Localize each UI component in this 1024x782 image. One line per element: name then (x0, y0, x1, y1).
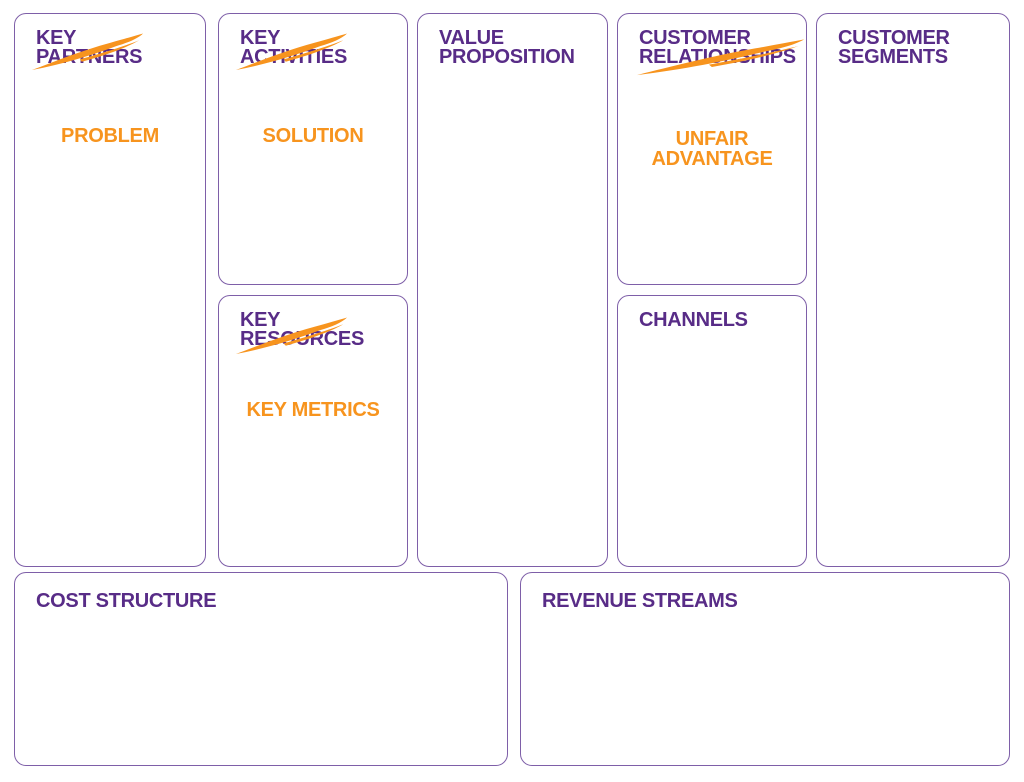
overlay-label-solution: SOLUTION (262, 125, 364, 147)
cell-heading-cost-structure: COST STRUCTURE (36, 590, 217, 612)
cell-customer-relationships: CUSTOMER RELATIONSHIPS UNFAIR ADVANTAGE (617, 13, 807, 285)
cell-key-activities: KEY ACTIVITIES SOLUTION (218, 13, 408, 285)
overlay-label-problem: PROBLEM (61, 125, 159, 147)
overlay-label-unfair-advantage: UNFAIR ADVANTAGE (651, 128, 773, 170)
cell-heading-value-proposition: VALUE PROPOSITION (439, 27, 575, 68)
cell-heading-key-resources: KEY RESOURCES (240, 309, 364, 350)
cell-key-partners: KEY PARTNERS PROBLEM (14, 13, 206, 567)
cell-heading-customer-relationships: CUSTOMER RELATIONSHIPS (639, 27, 796, 68)
cell-heading-channels: CHANNELS (639, 309, 748, 331)
cell-heading-revenue-streams: REVENUE STREAMS (542, 590, 738, 612)
cell-heading-key-partners: KEY PARTNERS (36, 27, 143, 68)
cell-cost-structure: COST STRUCTURE (14, 572, 508, 766)
overlay-label-key-metrics: KEY METRICS (246, 399, 380, 421)
cell-key-resources: KEY RESOURCES KEY METRICS (218, 295, 408, 567)
cell-heading-customer-segments: CUSTOMER SEGMENTS (838, 27, 950, 68)
cell-value-proposition: VALUE PROPOSITION (417, 13, 608, 567)
cell-heading-key-activities: KEY ACTIVITIES (240, 27, 348, 68)
cell-customer-segments: CUSTOMER SEGMENTS (816, 13, 1010, 567)
cell-revenue-streams: REVENUE STREAMS (520, 572, 1010, 766)
cell-channels: CHANNELS (617, 295, 807, 567)
